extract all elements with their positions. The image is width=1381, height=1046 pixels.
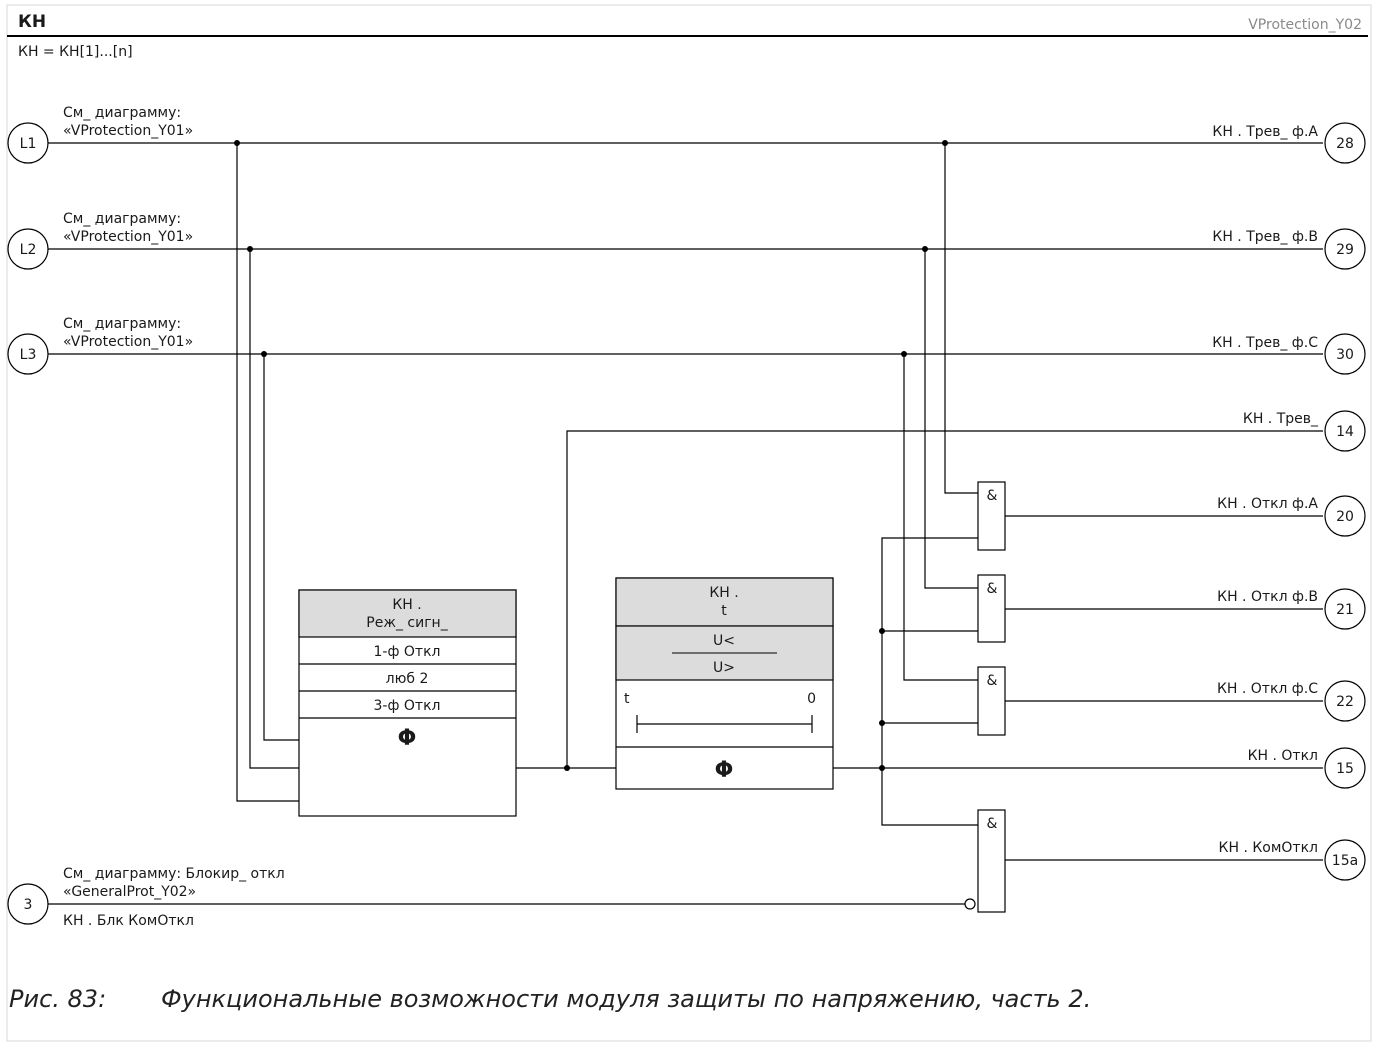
input-l2-label: L2 [20, 242, 37, 258]
wire-trip-bus [881, 537, 978, 826]
mode-block: КН . Реж_ сигн_ 1-ф Откл люб 2 3-ф Откл … [298, 589, 517, 817]
and-gate-c-symbol: & [987, 673, 998, 689]
wire-alarm-general [566, 430, 1323, 768]
diagram-title: КН [18, 12, 46, 32]
mode-option-2: люб 2 [386, 671, 429, 687]
timer-mode-top: U< [713, 633, 735, 649]
output-15a-num: 15a [1332, 853, 1358, 869]
timer-block-title-1: КН . [709, 585, 738, 601]
output-21-num: 21 [1336, 602, 1354, 618]
input-l2-ref-2: «VProtection_Y01» [63, 229, 193, 245]
output-15: КН . Откл 15 [1248, 747, 1366, 789]
output-22-label: КН . Откл ф.C [1217, 681, 1318, 697]
output-22-num: 22 [1336, 694, 1354, 710]
input-block-ref-1: См_ диаграмму: Блокир_ откл [63, 866, 285, 882]
wires [48, 142, 1323, 905]
mode-block-title-1: КН . [392, 597, 421, 613]
input-l1-label: L1 [20, 136, 37, 152]
output-15-label: КН . Откл [1248, 748, 1318, 764]
mode-block-symbol: Φ [398, 726, 417, 751]
timer-block-symbol: Φ [715, 758, 734, 783]
input-l2: L2 См_ диаграмму: «VProtection_Y01» [7, 211, 193, 270]
and-gate-a-symbol: & [987, 488, 998, 504]
output-29-num: 29 [1336, 242, 1354, 258]
wire-l3-to-and-c [903, 354, 978, 681]
output-14: КН . Трев_ 14 [1243, 410, 1366, 452]
output-28: КН . Трев_ ф.A 28 [1212, 122, 1366, 164]
output-22: КН . Откл ф.C 22 [1217, 680, 1366, 722]
mode-option-1: 1-ф Откл [374, 644, 441, 660]
output-29: КН . Трев_ ф.B 29 [1212, 228, 1366, 270]
wire-l2-to-and-b [924, 249, 978, 589]
inverter-bubble [964, 898, 976, 910]
mode-option-3: 3-ф Откл [374, 698, 441, 714]
mode-block-header [298, 589, 517, 638]
wire-l2-to-mode [249, 249, 299, 769]
and-gate-a: & [977, 481, 1006, 551]
timer-zero-label: 0 [807, 691, 816, 707]
input-l1-ref-2: «VProtection_Y01» [63, 123, 193, 139]
input-block-label: 3 [24, 897, 33, 913]
timer-mode-bottom: U> [713, 660, 735, 676]
wire-l1-to-mode [236, 143, 299, 802]
mode-block-title-2: Реж_ сигн_ [366, 615, 448, 631]
and-gate-b: & [977, 574, 1006, 643]
input-l3-ref-2: «VProtection_Y01» [63, 334, 193, 350]
timer-delay-icon [636, 715, 813, 733]
wire-l1-to-and-a [944, 143, 978, 494]
output-14-label: КН . Трев_ [1243, 411, 1319, 427]
input-block: 3 См_ диаграмму: Блокир_ откл «GeneralPr… [7, 866, 285, 929]
input-l1-ref-1: См_ диаграмму: [63, 105, 181, 121]
output-14-num: 14 [1336, 424, 1354, 440]
caption-figure-number: Рис. 83: [9, 985, 106, 1013]
figure-frame [6, 4, 1372, 1042]
caption-text: Функциональные возможности модуля защиты… [161, 985, 1091, 1013]
input-l2-ref-1: См_ диаграмму: [63, 211, 181, 227]
output-21-label: КН . Откл ф.B [1217, 589, 1318, 605]
input-l3-circle [7, 333, 49, 375]
output-20-label: КН . Откл ф.A [1217, 496, 1318, 512]
output-30: КН . Трев_ ф.C 30 [1212, 333, 1366, 375]
output-30-label: КН . Трев_ ф.C [1212, 335, 1318, 351]
output-20: КН . Откл ф.A 20 [1217, 495, 1366, 537]
input-l1: L1 См_ диаграмму: «VProtection_Y01» [7, 105, 193, 164]
timer-t-label: t [624, 691, 630, 707]
timer-block-title-2: t [721, 603, 727, 619]
input-l3: L3 См_ диаграмму: «VProtection_Y01» [7, 316, 193, 375]
diagram-id: VProtection_Y02 [1248, 17, 1362, 33]
output-29-label: КН . Трев_ ф.B [1212, 229, 1318, 245]
input-l3-ref-1: См_ диаграмму: [63, 316, 181, 332]
input-l2-circle [7, 228, 49, 270]
output-28-label: КН . Трев_ ф.A [1212, 124, 1318, 140]
input-block-signal: КН . Блк КомОткл [63, 913, 194, 929]
input-block-ref-2: «GeneralProt_Y02» [63, 884, 196, 900]
output-15a-label: КН . КомОткл [1219, 840, 1318, 856]
and-gate-cmd: & [964, 809, 1006, 913]
timer-block: КН . t U< U> t 0 Φ [615, 577, 834, 790]
output-15-num: 15 [1336, 761, 1354, 777]
junctions [234, 140, 948, 771]
and-gate-cmd-symbol: & [987, 816, 998, 832]
output-28-num: 28 [1336, 136, 1354, 152]
timer-block-header [615, 577, 834, 627]
and-gate-c: & [977, 666, 1006, 736]
wire-l3-to-mode [263, 354, 299, 741]
output-21: КН . Откл ф.B 21 [1217, 588, 1366, 630]
diagram-subtitle: КН = КН[1]...[n] [18, 44, 133, 60]
input-l3-label: L3 [20, 347, 37, 363]
and-gate-b-symbol: & [987, 581, 998, 597]
output-30-num: 30 [1336, 347, 1354, 363]
output-20-num: 20 [1336, 509, 1354, 525]
input-l1-circle [7, 122, 49, 164]
output-15a: КН . КомОткл 15a [1219, 839, 1366, 881]
input-block-circle [7, 883, 49, 925]
